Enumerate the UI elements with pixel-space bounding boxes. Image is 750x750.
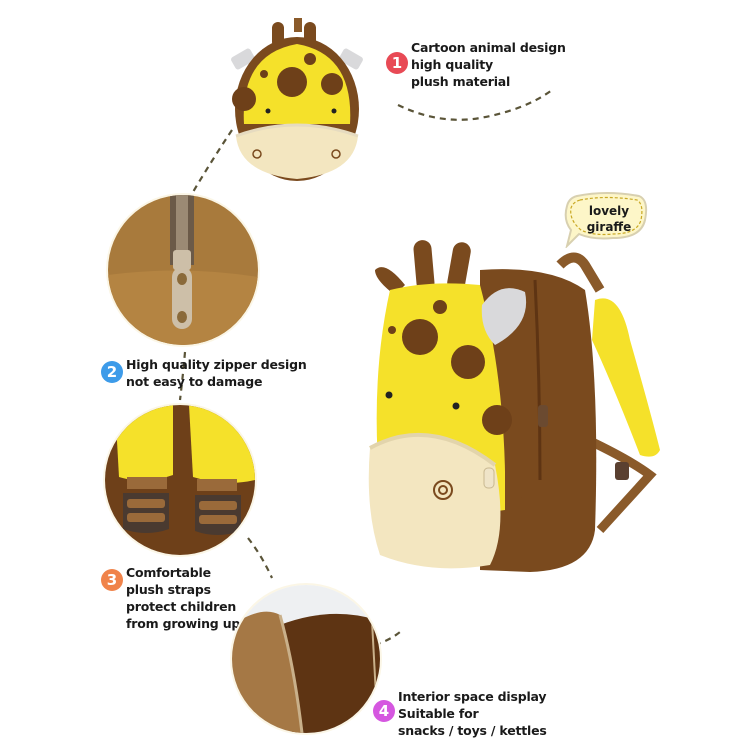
feature-image-front-view <box>222 14 372 184</box>
bubble-line-1: lovely <box>588 204 630 218</box>
feature-4-line-3: snacks / toys / kettles <box>398 723 547 738</box>
feature-image-straps <box>105 405 255 555</box>
feature-3-line-1: Comfortable <box>126 565 211 580</box>
badge-number-2: 2 <box>101 361 123 383</box>
feature-image-interior <box>232 585 380 733</box>
feature-3-line-3: protect children <box>126 599 237 614</box>
feature-1: 1 Cartoon animal design high quality plu… <box>386 39 566 90</box>
giraffe-backpack-icon <box>368 240 660 572</box>
feature-4-text: Interior space display Suitable for snac… <box>398 688 547 739</box>
bubble-text: lovely giraffe <box>579 203 639 235</box>
interior-space-icon <box>232 585 380 733</box>
feature-2: 2 High quality zipper design not easy to… <box>101 356 307 390</box>
strap-buckle-icon <box>105 405 255 555</box>
feature-3-line-2: plush straps <box>126 582 211 597</box>
feature-1-line-2: high quality <box>411 57 493 72</box>
feature-1-line-1: Cartoon animal design <box>411 40 566 55</box>
bubble-line-2: giraffe <box>586 220 632 234</box>
speech-bubble-icon <box>564 192 648 248</box>
main-product-image <box>360 230 670 580</box>
badge-number-4: 4 <box>373 700 395 722</box>
feature-image-zipper <box>108 195 258 345</box>
zipper-icon <box>108 195 258 345</box>
giraffe-backpack-front-icon <box>231 18 363 181</box>
feature-3: 3 Comfortable plush straps protect child… <box>101 564 240 632</box>
speech-bubble: lovely giraffe <box>563 190 649 248</box>
feature-2-line-2: not easy to damage <box>126 374 263 389</box>
feature-1-line-3: plush material <box>411 74 511 89</box>
feature-4-line-1: Interior space display <box>398 689 547 704</box>
badge-number-3: 3 <box>101 569 123 591</box>
feature-3-text: Comfortable plush straps protect childre… <box>126 564 240 632</box>
feature-4: 4 Interior space display Suitable for sn… <box>373 688 547 739</box>
feature-1-text: Cartoon animal design high quality plush… <box>411 39 566 90</box>
feature-2-text: High quality zipper design not easy to d… <box>126 356 307 390</box>
badge-number-1: 1 <box>386 52 408 74</box>
feature-2-line-1: High quality zipper design <box>126 357 307 372</box>
feature-4-line-2: Suitable for <box>398 706 479 721</box>
feature-3-line-4: from growing up <box>126 616 241 631</box>
